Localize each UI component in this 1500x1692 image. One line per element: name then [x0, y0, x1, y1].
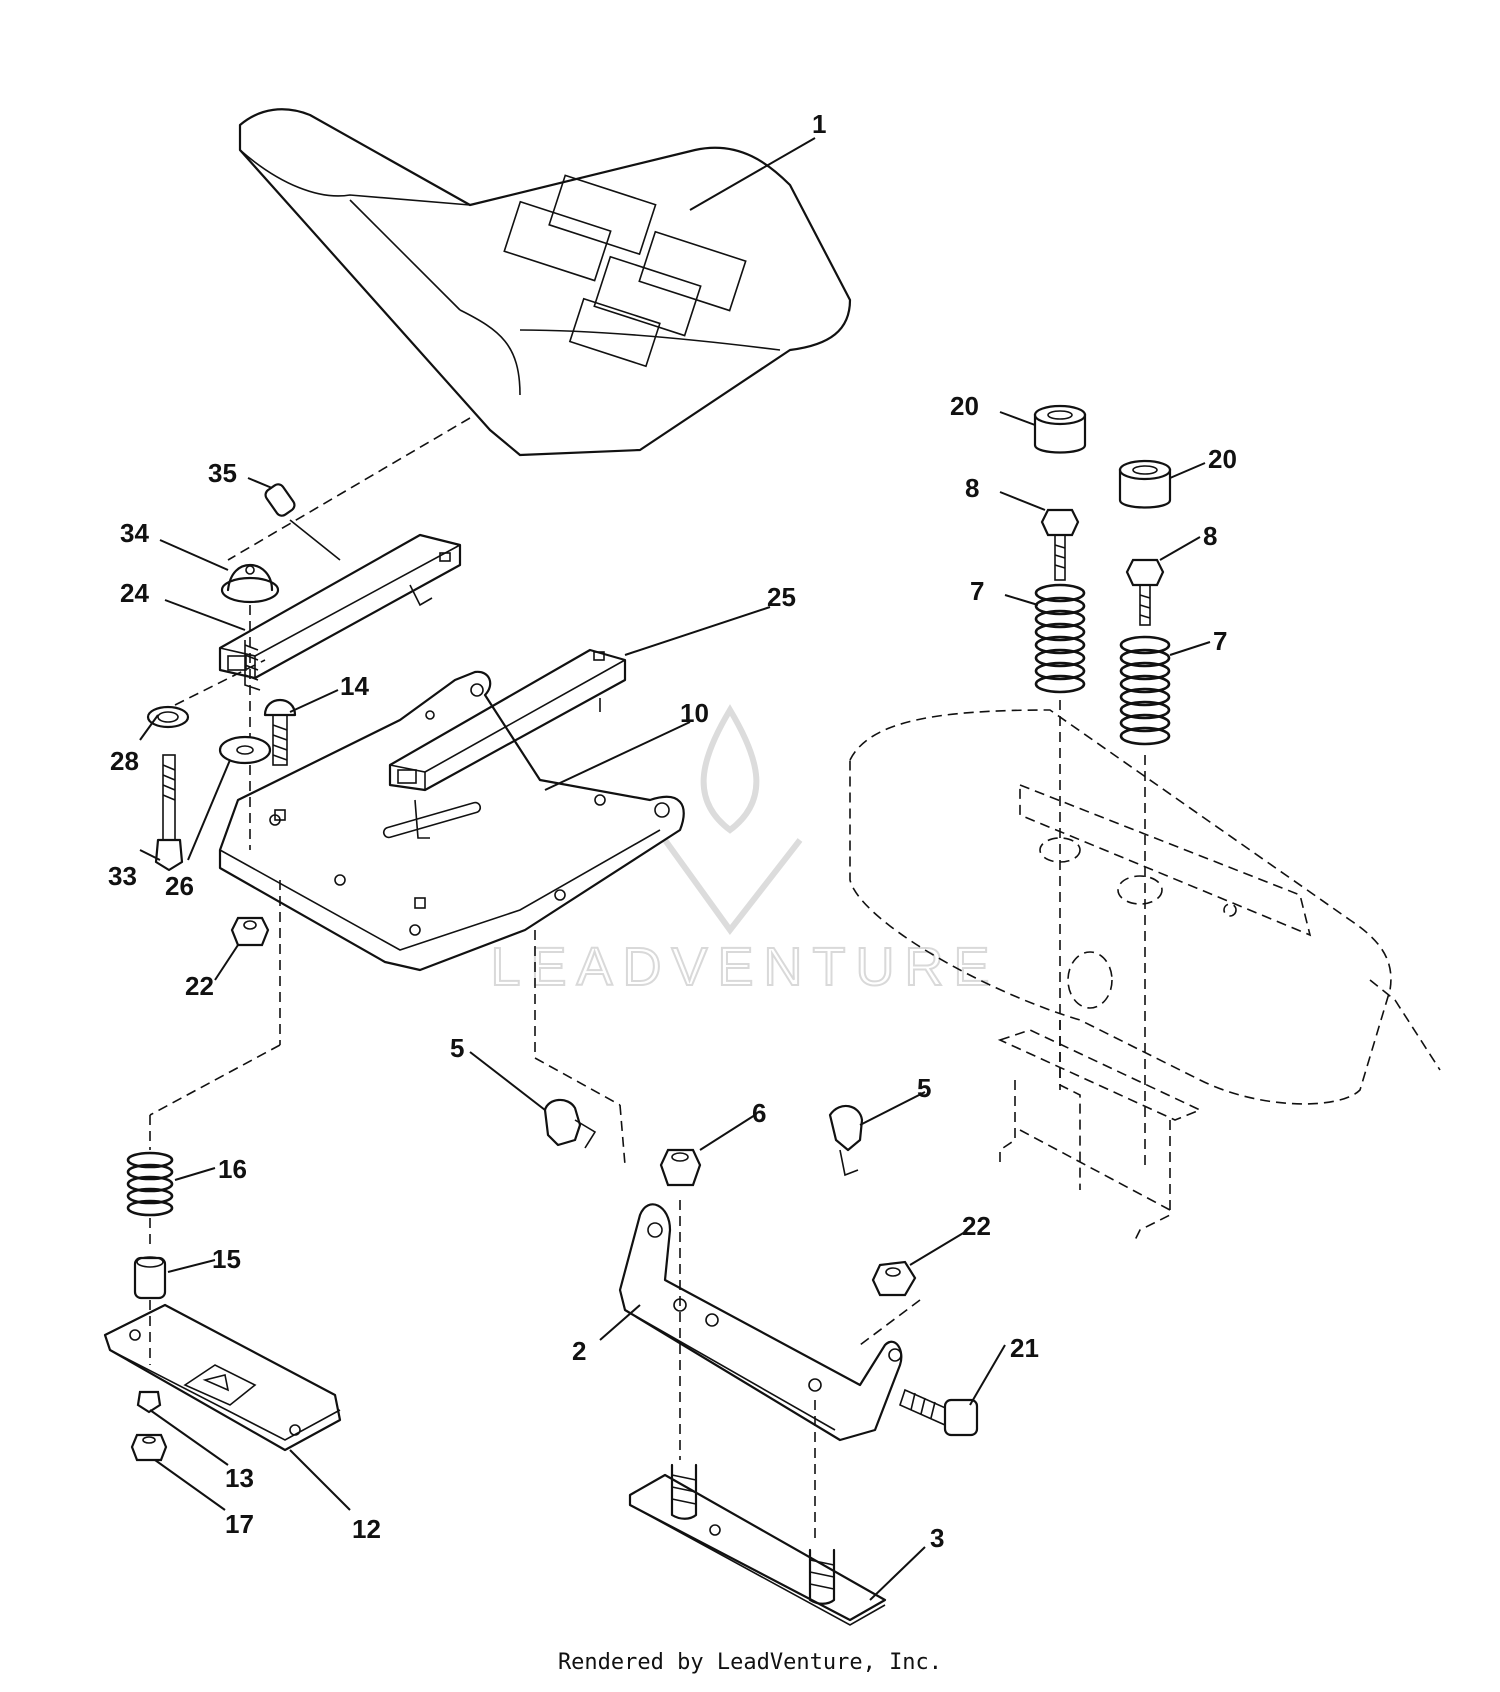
watermark-logo: LEADVENTURE	[489, 704, 999, 998]
bolt-21	[899, 1388, 979, 1437]
callout-8a: 8	[965, 473, 979, 503]
clip-5-right	[828, 1104, 864, 1177]
callout-13: 13	[225, 1463, 254, 1493]
callout-16: 16	[218, 1154, 247, 1184]
seat-rail-24	[218, 533, 462, 680]
leader-lines	[139, 137, 1211, 1601]
bolt-8-left	[1040, 508, 1080, 581]
callout-28: 28	[110, 746, 139, 776]
spring-7-left	[1034, 583, 1086, 694]
bracket-2	[618, 1200, 903, 1540]
spacer-20-right	[1118, 459, 1172, 509]
nut-22-left	[230, 916, 270, 947]
seat	[227, 108, 852, 561]
plate-12	[103, 1300, 342, 1452]
callout-14: 14	[340, 671, 369, 701]
nut-17	[130, 1433, 168, 1462]
nut-22-right	[859, 1260, 921, 1346]
washer-26	[218, 735, 272, 765]
callout-10: 10	[680, 698, 709, 728]
callout-24: 24	[120, 578, 149, 608]
callout-33: 33	[108, 861, 137, 891]
callout-35: 35	[208, 458, 237, 488]
callout-5a: 5	[450, 1033, 464, 1063]
footer-credit: Rendered by LeadVenture, Inc.	[557, 1650, 943, 1675]
callout-17: 17	[225, 1509, 254, 1539]
clip-5-left	[543, 1098, 597, 1149]
callout-34: 34	[120, 518, 149, 548]
spring-16	[126, 1151, 174, 1250]
bolt-13	[136, 1390, 162, 1414]
callout-12: 12	[352, 1514, 381, 1544]
grommet-34	[220, 563, 280, 850]
callout-25: 25	[767, 582, 796, 612]
seat-plate-10	[218, 670, 685, 972]
frame-dashed	[849, 700, 1441, 1241]
bolt-33	[154, 754, 184, 872]
callout-3: 3	[930, 1523, 944, 1553]
nut-6	[659, 1148, 702, 1187]
bolt-14	[244, 640, 297, 766]
callout-15: 15	[212, 1244, 241, 1274]
spacer-20-left	[1033, 404, 1087, 454]
callout-7b: 7	[1213, 626, 1227, 656]
pin-35	[264, 483, 341, 561]
callout-6: 6	[752, 1098, 766, 1128]
watermark-text: LEADVENTURE	[490, 937, 999, 997]
callout-22a: 22	[185, 971, 214, 1001]
callout-1: 1	[812, 109, 826, 139]
callout-20b: 20	[1208, 444, 1237, 474]
plate-3	[628, 1463, 887, 1626]
seat-rail-25	[388, 648, 627, 839]
spacer-15	[133, 1256, 167, 1300]
callout-5b: 5	[917, 1073, 931, 1103]
callout-7a: 7	[970, 576, 984, 606]
lock-washer-28	[146, 659, 266, 729]
callout-8b: 8	[1203, 521, 1217, 551]
callout-20a: 20	[950, 391, 979, 421]
callout-2: 2	[572, 1336, 586, 1366]
bolt-8-right	[1125, 558, 1165, 626]
callouts: 1 35 34 24 25 10 14 28 33 26 22 20 20 8 …	[108, 109, 1237, 1553]
callout-26: 26	[165, 871, 194, 901]
spring-7-right	[1119, 635, 1171, 746]
callout-21: 21	[1010, 1333, 1039, 1363]
callout-22b: 22	[962, 1211, 991, 1241]
